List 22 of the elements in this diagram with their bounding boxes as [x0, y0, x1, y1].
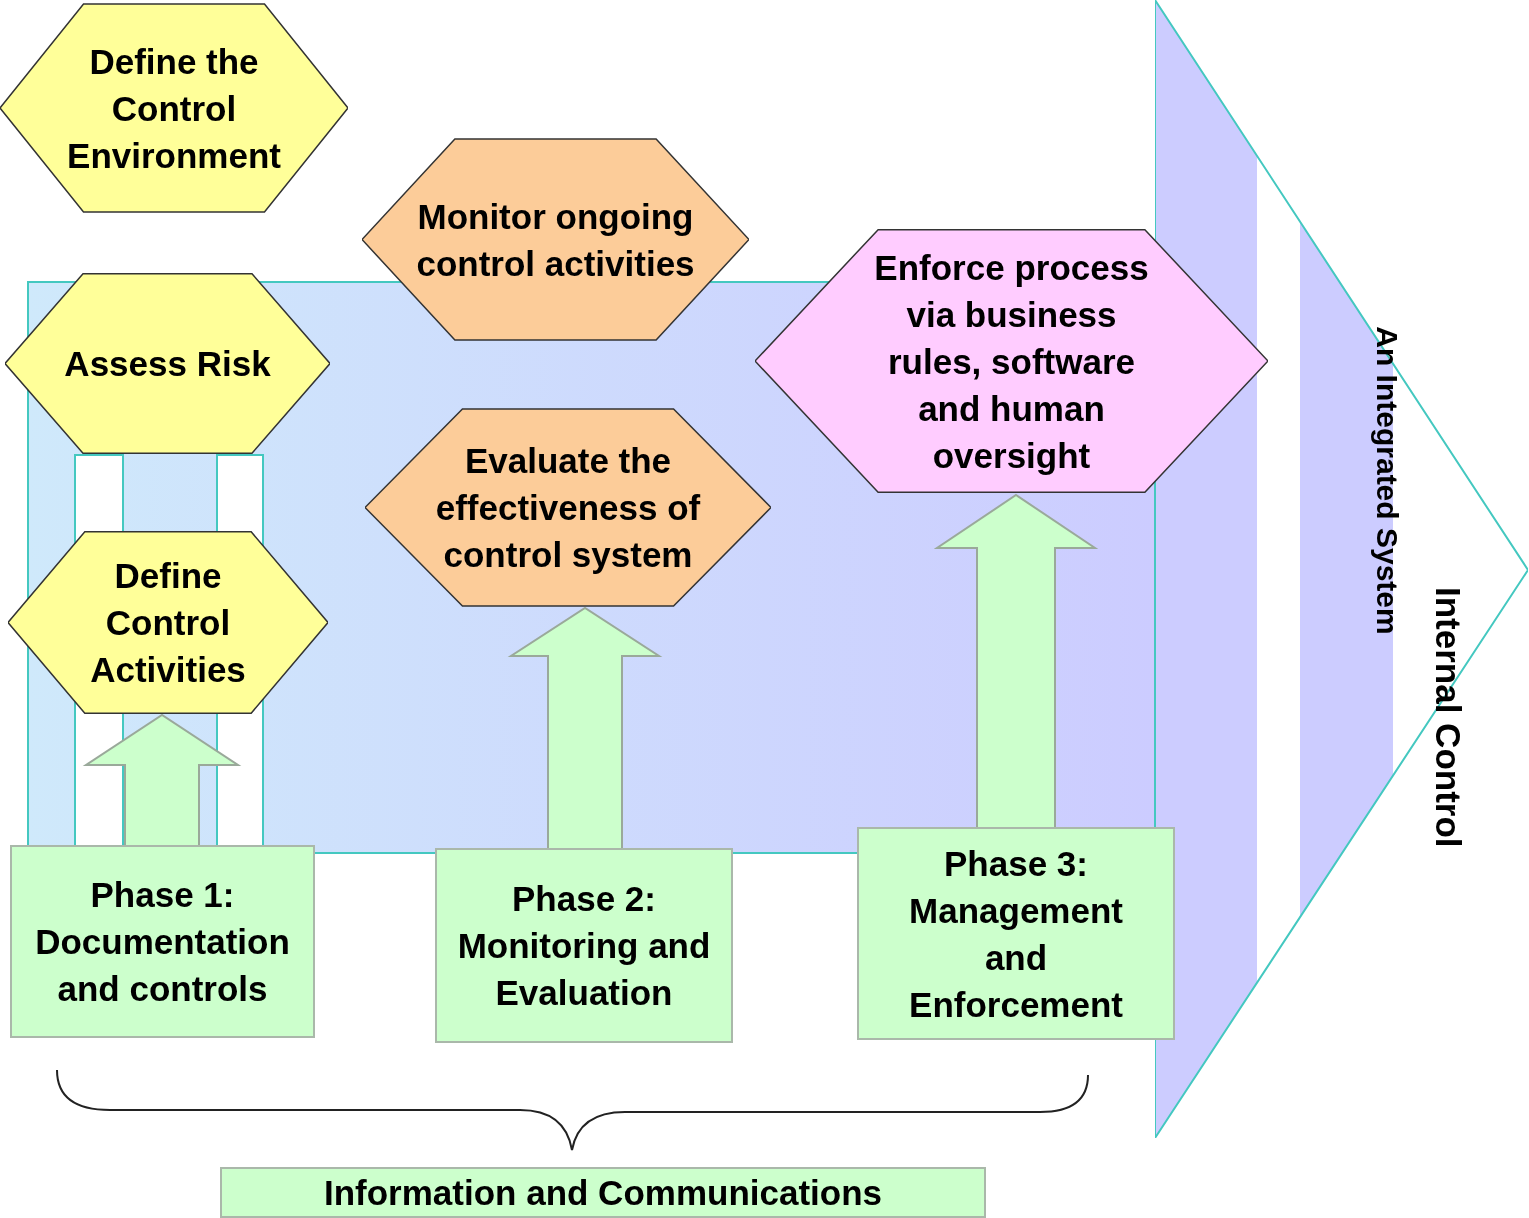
hexagon [365, 407, 771, 608]
banner-box [220, 1167, 986, 1218]
vertical-label: Internal Control [1427, 586, 1467, 850]
phase-box [857, 827, 1175, 1040]
node-label: Information and Communications [322, 1172, 884, 1214]
node-label: Enforce process via business rules, software and human oversight [873, 246, 1150, 477]
node-label: Define the Control Environment [66, 40, 282, 177]
phase-box [435, 848, 733, 1043]
node-label: Phase 1: Documentation and controls [34, 874, 291, 1010]
node-label: Phase 3: Management and Enforcement [908, 842, 1124, 1026]
node-label: Evaluate the effectiveness of control system [434, 440, 702, 576]
hexagon [5, 272, 330, 455]
hexagon [8, 530, 328, 715]
vertical-label: An Integrated System [1369, 324, 1405, 637]
hexagon [0, 2, 348, 214]
node-label: Monitor ongoing control activities [415, 195, 696, 285]
node-label: Phase 2: Monitoring and Evaluation [456, 878, 712, 1014]
node-label: Assess Risk [63, 343, 272, 385]
chevron-arrow [1155, 0, 1528, 1138]
phase-box [10, 845, 315, 1038]
node-label: Define Control Activities [89, 555, 247, 691]
hexagon [362, 137, 749, 342]
